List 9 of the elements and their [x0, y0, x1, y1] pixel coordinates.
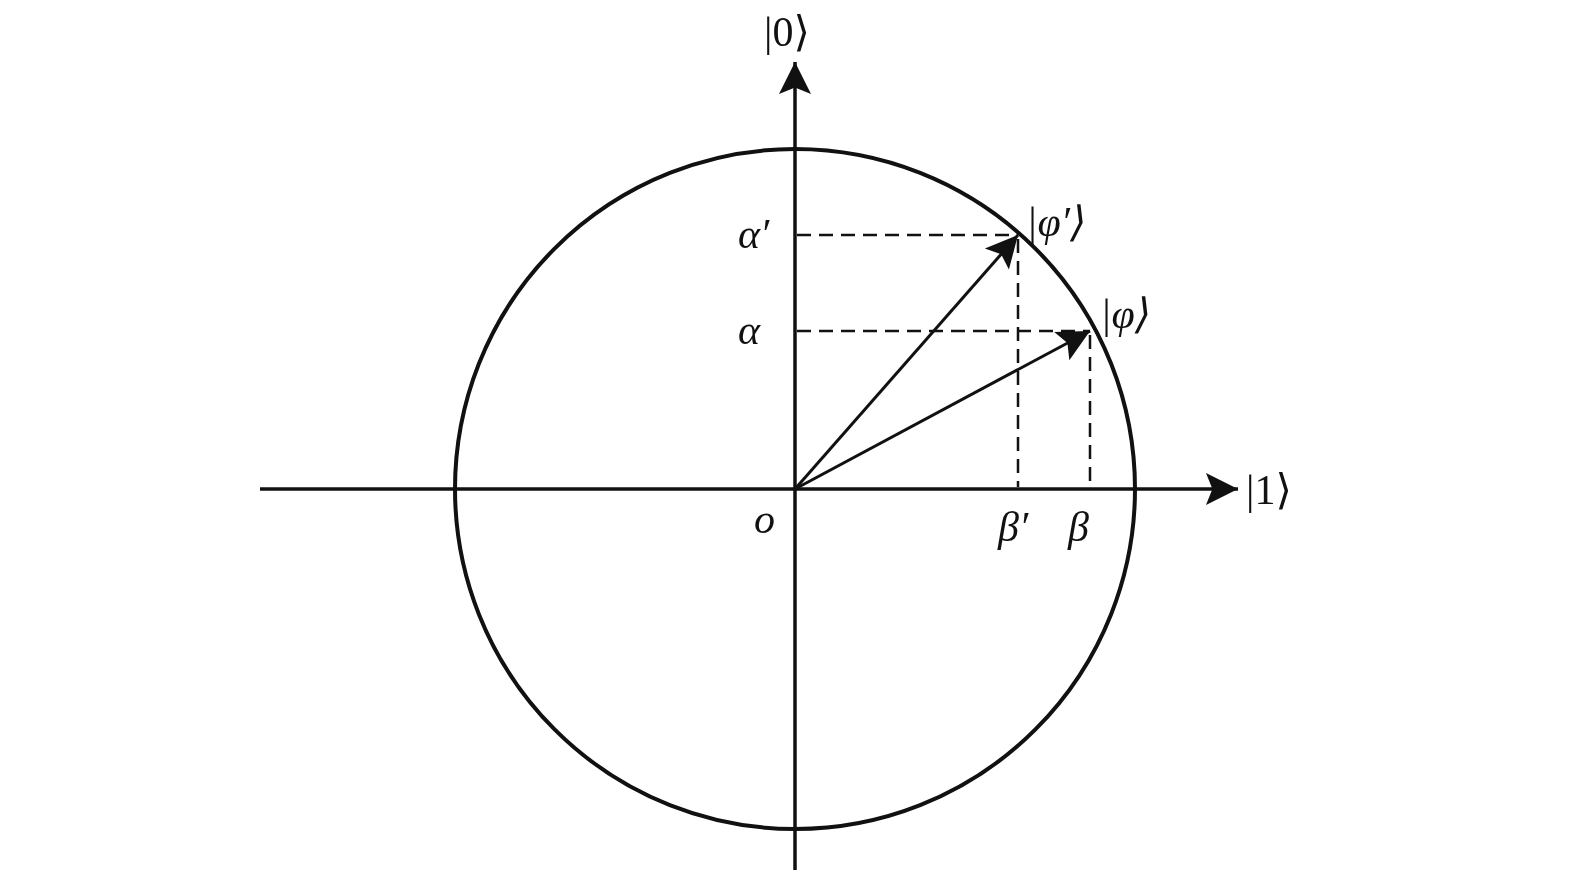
state-label: |φ⟩	[1100, 292, 1152, 336]
amplitude-label: α	[738, 308, 761, 352]
amplitude-label: β′	[998, 505, 1029, 549]
origin-label: o	[754, 497, 775, 541]
amplitude-label: β	[1068, 505, 1089, 549]
state-label: |φ′⟩	[1026, 200, 1087, 244]
axis-label: |1⟩	[1246, 468, 1292, 512]
amplitude-label: α′	[738, 212, 770, 256]
axis-label: |0⟩	[764, 10, 810, 54]
